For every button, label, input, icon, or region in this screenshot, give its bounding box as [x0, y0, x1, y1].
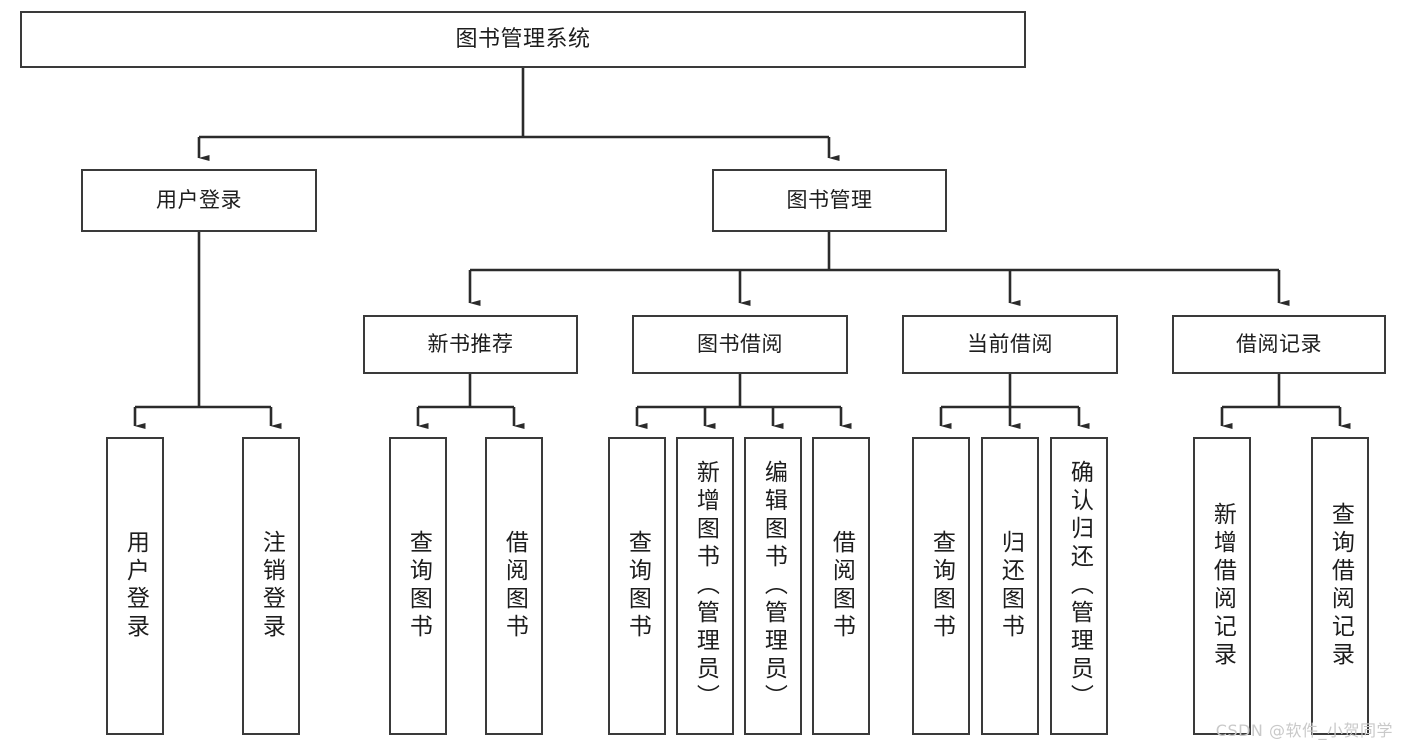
- node-label: 图书管理: [786, 188, 873, 213]
- leaf-user-login[interactable]: 用户登录: [106, 437, 164, 735]
- node-label: 借阅记录: [1236, 332, 1322, 357]
- node-book-manage[interactable]: 图书管理: [712, 169, 947, 232]
- node-root-system[interactable]: 图书管理系统: [20, 11, 1026, 68]
- node-label: 查询图书: [928, 530, 955, 642]
- node-label: 新增借阅记录: [1209, 502, 1236, 670]
- node-label: 借阅图书: [501, 530, 528, 642]
- leaf-query-book-borrow[interactable]: 查询图书: [608, 437, 666, 735]
- leaf-confirm-return[interactable]: 确认归还（管理员）: [1050, 437, 1108, 735]
- node-label: 查询借阅记录: [1327, 502, 1354, 670]
- leaf-return-book[interactable]: 归还图书: [981, 437, 1039, 735]
- leaf-logout-login[interactable]: 注销登录: [242, 437, 300, 735]
- node-borrow-record[interactable]: 借阅记录: [1172, 315, 1386, 374]
- leaf-query-book-current[interactable]: 查询图书: [912, 437, 970, 735]
- node-user-login[interactable]: 用户登录: [81, 169, 317, 232]
- leaf-add-borrow-record[interactable]: 新增借阅记录: [1193, 437, 1251, 735]
- leaf-borrow-book[interactable]: 借阅图书: [812, 437, 870, 735]
- node-label: 归还图书: [997, 530, 1024, 642]
- node-new-book-recommend[interactable]: 新书推荐: [363, 315, 578, 374]
- node-current-borrow[interactable]: 当前借阅: [902, 315, 1118, 374]
- node-label: 当前借阅: [967, 332, 1053, 357]
- csdn-watermark: CSDN @软件_小贺同学: [1215, 721, 1393, 740]
- leaf-borrow-book-recommend[interactable]: 借阅图书: [485, 437, 543, 735]
- node-label: 注销登录: [258, 530, 285, 642]
- node-label: 用户登录: [122, 530, 149, 642]
- node-label: 新书推荐: [427, 332, 514, 357]
- leaf-edit-book[interactable]: 编辑图书（管理员）: [744, 437, 802, 735]
- node-label: 编辑图书（管理员）: [760, 460, 787, 712]
- node-label: 确认归还（管理员）: [1066, 460, 1093, 712]
- node-label: 图书管理系统: [455, 26, 591, 52]
- leaf-add-book[interactable]: 新增图书（管理员）: [676, 437, 734, 735]
- node-label: 查询图书: [624, 530, 651, 642]
- leaf-query-borrow-record[interactable]: 查询借阅记录: [1311, 437, 1369, 735]
- node-label: 新增图书（管理员）: [692, 460, 719, 712]
- node-label: 图书借阅: [697, 332, 783, 357]
- node-label: 借阅图书: [828, 530, 855, 642]
- node-book-borrow[interactable]: 图书借阅: [632, 315, 848, 374]
- node-label: 查询图书: [405, 530, 432, 642]
- node-label: 用户登录: [156, 188, 242, 213]
- leaf-query-book-recommend[interactable]: 查询图书: [389, 437, 447, 735]
